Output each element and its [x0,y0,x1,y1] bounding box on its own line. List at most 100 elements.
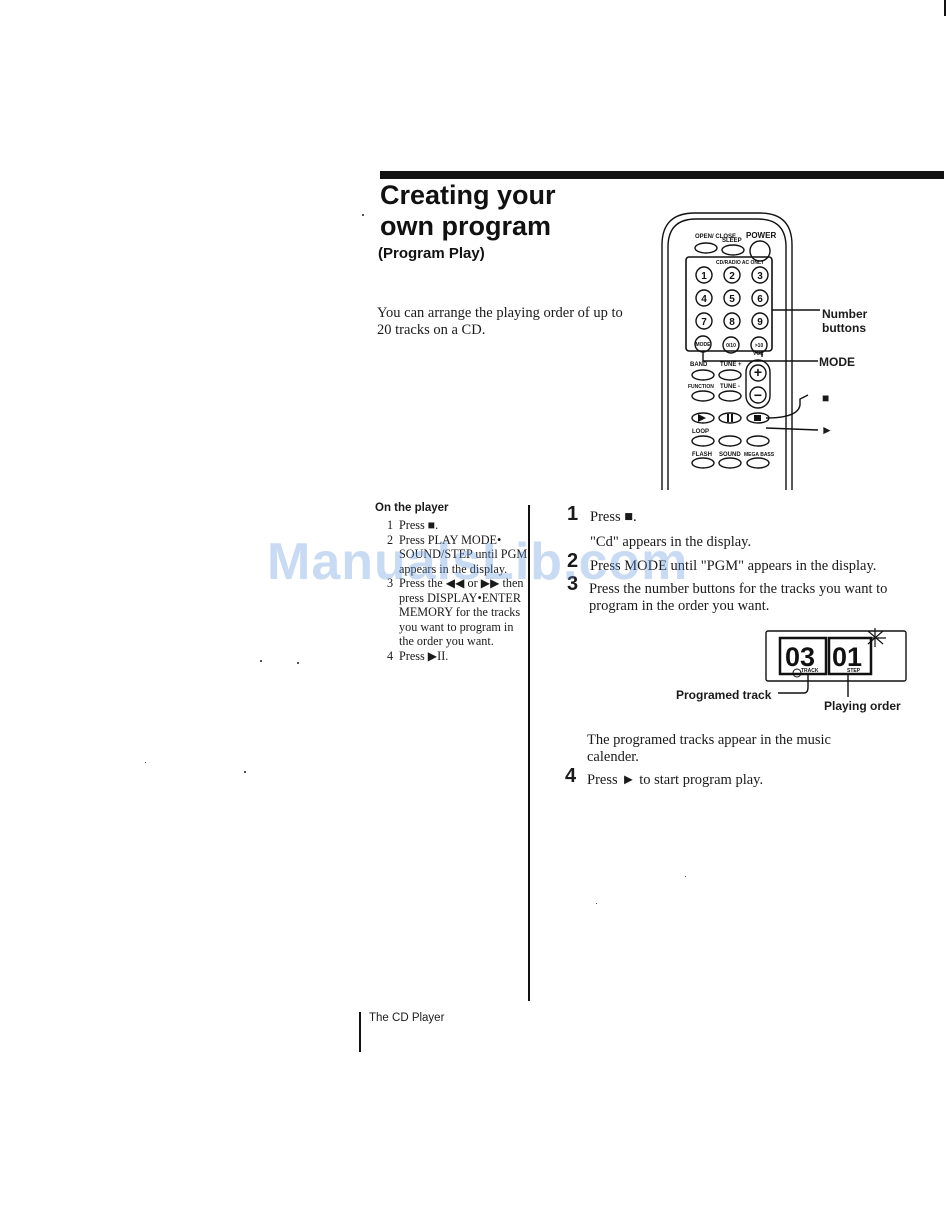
svg-text:2: 2 [729,271,735,282]
svg-text:SOUND: SOUND [719,452,741,458]
play-label: ► [821,423,833,437]
svg-text:FUNCTION: FUNCTION [688,384,714,390]
scan-speck [596,903,597,904]
svg-text:LOOP: LOOP [692,429,709,435]
side-heading: On the player [375,502,449,514]
function-button [691,390,715,402]
scan-speck [260,660,262,662]
flash-button [691,457,715,469]
plus-ten-button [750,336,768,354]
page-title-line1: Creating your [380,180,556,210]
footer-rule [359,1012,361,1052]
volume-rocker [745,359,771,409]
track-digit-box [778,636,828,676]
digit-3 [751,266,769,284]
svg-text:BAND: BAND [690,362,708,368]
zero-ten-button [722,336,740,354]
loop-button [691,435,715,447]
page-title-line2: own program [380,211,552,241]
prev-button [718,435,742,447]
page-edge-mark [944,0,946,16]
mega-bass-button [746,457,770,469]
play-button [691,412,715,424]
step-1-number: 1 [567,503,579,525]
svg-text:7: 7 [701,317,707,328]
svg-text:9: 9 [757,317,763,328]
mode-label: MODE [819,355,855,369]
digit-7 [695,312,713,330]
digit-5 [723,289,741,307]
next-button [746,435,770,447]
digit-4 [695,289,713,307]
svg-text:4: 4 [701,294,707,305]
scan-speck [145,762,146,763]
step-3-text: Press the number buttons for the tracks … [589,581,888,614]
svg-text:01: 01 [832,642,862,672]
after-display-text: The programed tracks appear in the music… [587,732,831,765]
svg-text:VOL: VOL [753,351,763,357]
svg-text:5: 5 [729,294,735,305]
footer-section-name: The CD Player [369,1012,445,1024]
svg-text:−: − [754,387,762,403]
svg-text:>10: >10 [755,343,764,349]
step-1-sub: "Cd" appears in the display. [590,534,752,550]
svg-text:8: 8 [729,317,735,328]
tune-minus-button [718,390,742,402]
remote-illustration: OPEN/ CLOSE SLEEP POWER CD/RADIO AC ONLY… [661,212,820,490]
step-digit-box [827,636,873,676]
step-2-number: 2 [567,550,579,572]
step-4-text: Press ► to start program play. [587,772,764,788]
svg-text:03: 03 [785,642,815,672]
title-rule [380,171,944,179]
digit-9 [751,312,769,330]
svg-text:MEGA BASS: MEGA BASS [744,452,775,458]
scan-speck [244,771,246,773]
scan-speck [297,662,299,664]
svg-text:FLASH: FLASH [692,452,712,458]
playing-order-label: Playing order [824,699,901,713]
svg-text:3: 3 [757,271,763,282]
display-callouts [778,674,849,697]
pause-button [718,412,742,424]
scan-speck [362,214,364,216]
programed-track-label: Programed track [676,688,772,702]
svg-text:CD/RADIO AC ONLY: CD/RADIO AC ONLY [716,260,765,266]
svg-text:6: 6 [757,294,763,305]
digit-2 [723,266,741,284]
number-buttons-label: Number buttons [822,307,868,335]
svg-text:SLEEP: SLEEP [722,238,742,244]
svg-text:1: 1 [701,271,707,282]
stop-label: ■ [822,391,830,405]
step-2-text: Press MODE until "PGM" appears in the di… [590,558,877,574]
band-button [691,369,715,381]
svg-text:TRACK: TRACK [801,668,819,674]
digit-6 [751,289,769,307]
digit-1 [695,266,713,284]
step-4-number: 4 [565,765,577,787]
watermark: ManualsLib.com [267,533,689,591]
sound-button [718,457,742,469]
svg-text:TUNE -: TUNE - [720,384,740,390]
svg-text:MODE: MODE [696,342,712,348]
power-button [749,240,771,262]
svg-text:POWER: POWER [746,231,776,240]
tune-plus-button [718,369,742,381]
svg-text:STEP: STEP [847,668,861,674]
step-1-text: Press ■. [590,509,637,525]
digit-8 [723,312,741,330]
open-close-button [694,242,718,254]
sleep-button [721,244,745,256]
lcd-display-illustration: 03 01 TRACK STEP [765,628,907,682]
scan-speck [685,876,686,877]
svg-text:TUNE +: TUNE + [720,362,742,368]
svg-text:OPEN/ CLOSE: OPEN/ CLOSE [695,234,736,240]
svg-text:0/10: 0/10 [726,343,736,349]
svg-text:+: + [754,364,762,380]
page-subtitle: (Program Play) [378,245,485,262]
step-3-number: 3 [567,573,579,595]
